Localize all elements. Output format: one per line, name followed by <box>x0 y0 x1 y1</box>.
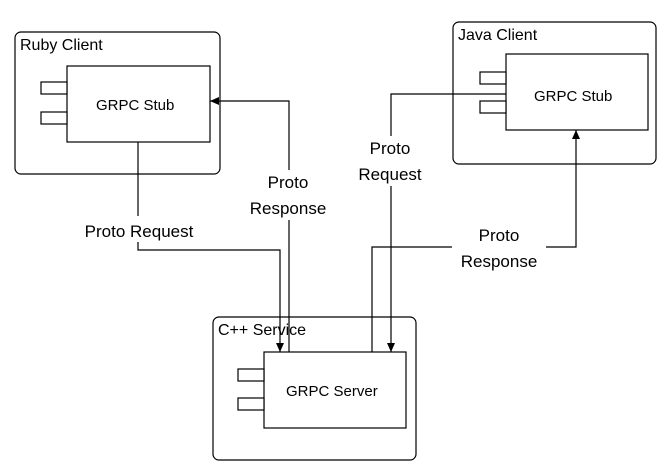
ruby-response-arrow <box>210 97 290 352</box>
java-stub-tab-top <box>479 71 507 85</box>
ruby-client-node: Ruby Client GRPC Stub <box>14 31 221 175</box>
java-client-node: Java Client GRPC Stub <box>452 21 657 165</box>
ruby-request-arrow <box>137 142 284 352</box>
ruby-stub-body <box>66 65 211 143</box>
grpc-server-component: GRPC Server <box>237 351 407 429</box>
ruby-stub-tab-bottom <box>40 111 68 125</box>
java-response-label-line1: Proto <box>479 226 520 245</box>
ruby-stub-label: GRPC Stub <box>96 97 174 114</box>
server-tab-top <box>237 368 265 382</box>
java-grpc-stub-component: GRPC Stub <box>479 53 649 131</box>
java-stub-body <box>505 53 649 131</box>
ruby-response-label-line1: Proto <box>268 173 309 192</box>
java-request-label-line2: Request <box>358 165 422 184</box>
ruby-response-label-line2: Response <box>250 199 327 218</box>
server-tab-bottom <box>237 397 265 411</box>
java-request-label-line1: Proto <box>370 139 411 158</box>
java-stub-tab-bottom <box>479 100 507 114</box>
java-response-label-line2: Response <box>461 252 538 271</box>
java-stub-label: GRPC Stub <box>534 88 612 105</box>
ruby-request-label: Proto Request <box>85 222 194 241</box>
cpp-service-title: C++ Service <box>218 322 306 339</box>
cpp-service-node: C++ Service GRPC Server <box>212 316 417 461</box>
server-body <box>263 351 407 429</box>
ruby-stub-tab-top <box>40 81 68 95</box>
java-request-label-bg <box>350 136 430 186</box>
server-label: GRPC Server <box>286 383 378 400</box>
java-client-title: Java Client <box>458 27 538 44</box>
ruby-client-title: Ruby Client <box>20 37 103 54</box>
ruby-request-label-bg <box>72 216 206 242</box>
ruby-response-label-bg <box>241 170 335 220</box>
java-response-label-bg <box>452 223 546 273</box>
ruby-grpc-stub-component: GRPC Stub <box>40 65 211 143</box>
java-request-arrow <box>387 93 506 352</box>
